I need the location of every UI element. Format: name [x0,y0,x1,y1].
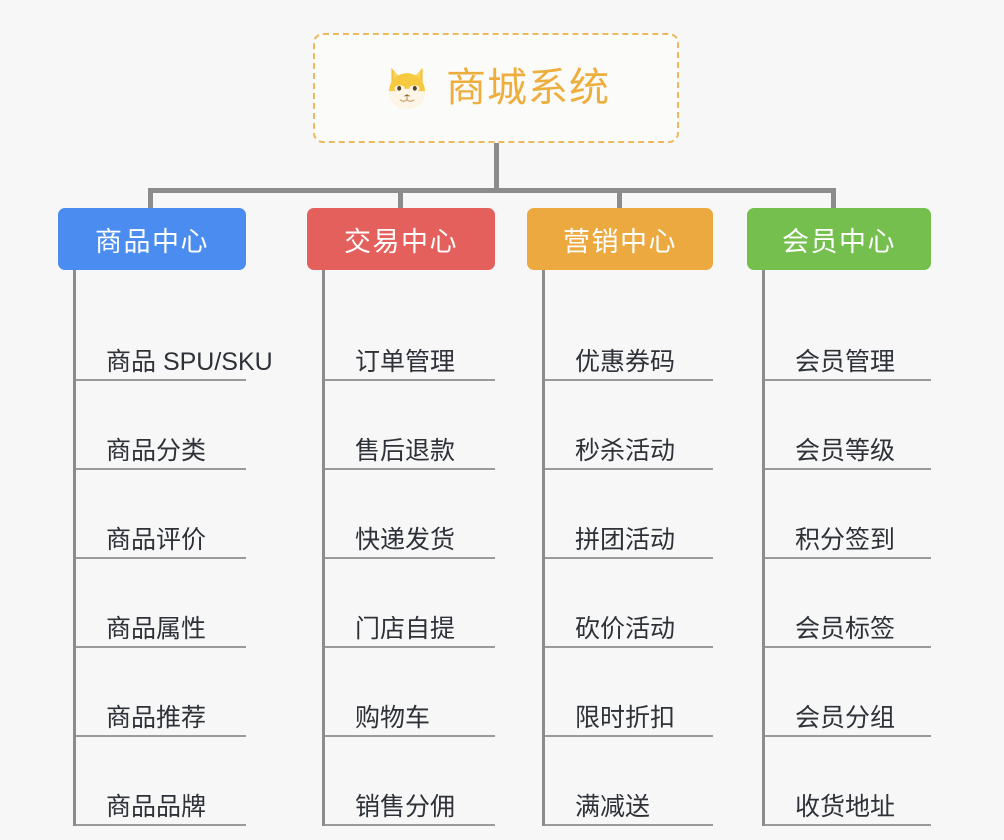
connector-drop-3 [617,190,622,210]
item-label: 商品 SPU/SKU [106,347,273,376]
item-label: 商品评价 [106,525,207,554]
shiba-dog-face-icon [389,67,425,110]
list-item[interactable]: 满减送 [545,737,713,826]
item-label: 商品分类 [106,436,207,465]
category-title: 交易中心 [344,226,458,257]
category-header-member[interactable]: 会员中心 [747,208,931,270]
list-item[interactable]: 优惠券码 [545,292,713,381]
connector-drop-2 [398,190,403,210]
item-label: 满减送 [575,792,651,821]
item-label: 会员等级 [795,436,896,465]
list-item[interactable]: 商品分类 [76,381,246,470]
item-label: 订单管理 [355,347,456,376]
list-item[interactable]: 购物车 [325,648,495,737]
item-list-product: 商品 SPU/SKU 商品分类 商品评价 商品属性 商品推荐 商品品牌 [73,270,273,826]
list-item[interactable]: 积分签到 [765,470,931,559]
item-label: 购物车 [355,703,431,732]
item-list-marketing: 优惠券码 秒杀活动 拼团活动 砍价活动 限时折扣 满减送 [542,270,713,826]
list-item[interactable]: 会员等级 [765,381,931,470]
branch-product-center: 商品中心 商品 SPU/SKU 商品分类 商品评价 商品属性 商品推荐 商品品牌 [58,208,273,826]
list-item[interactable]: 商品品牌 [76,737,246,826]
list-item[interactable]: 门店自提 [325,559,495,648]
connector-drop-4 [831,190,836,210]
item-label: 商品属性 [106,614,207,643]
list-item[interactable]: 商品 SPU/SKU [76,292,273,381]
item-label: 优惠券码 [575,347,676,376]
category-header-marketing[interactable]: 营销中心 [527,208,713,270]
category-title: 营销中心 [563,226,677,257]
item-label: 限时折扣 [575,703,676,732]
item-label: 砍价活动 [575,614,676,643]
list-item[interactable]: 快递发货 [325,470,495,559]
list-item[interactable]: 收货地址 [765,737,931,826]
list-item[interactable]: 销售分佣 [325,737,495,826]
item-label: 销售分佣 [355,792,456,821]
item-label: 会员管理 [795,347,896,376]
category-title: 商品中心 [95,226,209,257]
root-title: 商城系统 [446,66,610,110]
item-label: 会员分组 [795,703,896,732]
list-item[interactable]: 商品推荐 [76,648,246,737]
list-item[interactable]: 售后退款 [325,381,495,470]
list-item[interactable]: 商品属性 [76,559,246,648]
list-item[interactable]: 秒杀活动 [545,381,713,470]
list-item[interactable]: 砍价活动 [545,559,713,648]
list-item[interactable]: 拼团活动 [545,470,713,559]
item-label: 秒杀活动 [575,436,676,465]
item-label: 会员标签 [795,614,896,643]
list-item[interactable]: 限时折扣 [545,648,713,737]
connector-stem [494,143,499,190]
item-list-member: 会员管理 会员等级 积分签到 会员标签 会员分组 收货地址 [762,270,931,826]
item-label: 快递发货 [355,525,456,554]
category-title: 会员中心 [782,226,896,257]
item-label: 门店自提 [355,614,456,643]
item-label: 收货地址 [795,792,896,821]
item-label: 拼团活动 [575,525,676,554]
category-header-trade[interactable]: 交易中心 [307,208,495,270]
branch-marketing-center: 营销中心 优惠券码 秒杀活动 拼团活动 砍价活动 限时折扣 满减送 [527,208,713,826]
item-label: 积分签到 [795,525,896,554]
item-label: 商品品牌 [106,792,207,821]
list-item[interactable]: 商品评价 [76,470,246,559]
branch-trade-center: 交易中心 订单管理 售后退款 快递发货 门店自提 购物车 销售分佣 [307,208,495,826]
item-label: 售后退款 [355,436,456,465]
connector-drop-1 [148,190,153,210]
list-item[interactable]: 会员管理 [765,292,931,381]
connector-bar [148,188,836,193]
item-label: 商品推荐 [106,703,207,732]
list-item[interactable]: 会员分组 [765,648,931,737]
list-item[interactable]: 会员标签 [765,559,931,648]
root-node[interactable]: 商城系统 [313,33,679,143]
category-header-product[interactable]: 商品中心 [58,208,246,270]
item-list-trade: 订单管理 售后退款 快递发货 门店自提 购物车 销售分佣 [322,270,495,826]
branch-member-center: 会员中心 会员管理 会员等级 积分签到 会员标签 会员分组 收货地址 [747,208,931,826]
list-item[interactable]: 订单管理 [325,292,495,381]
